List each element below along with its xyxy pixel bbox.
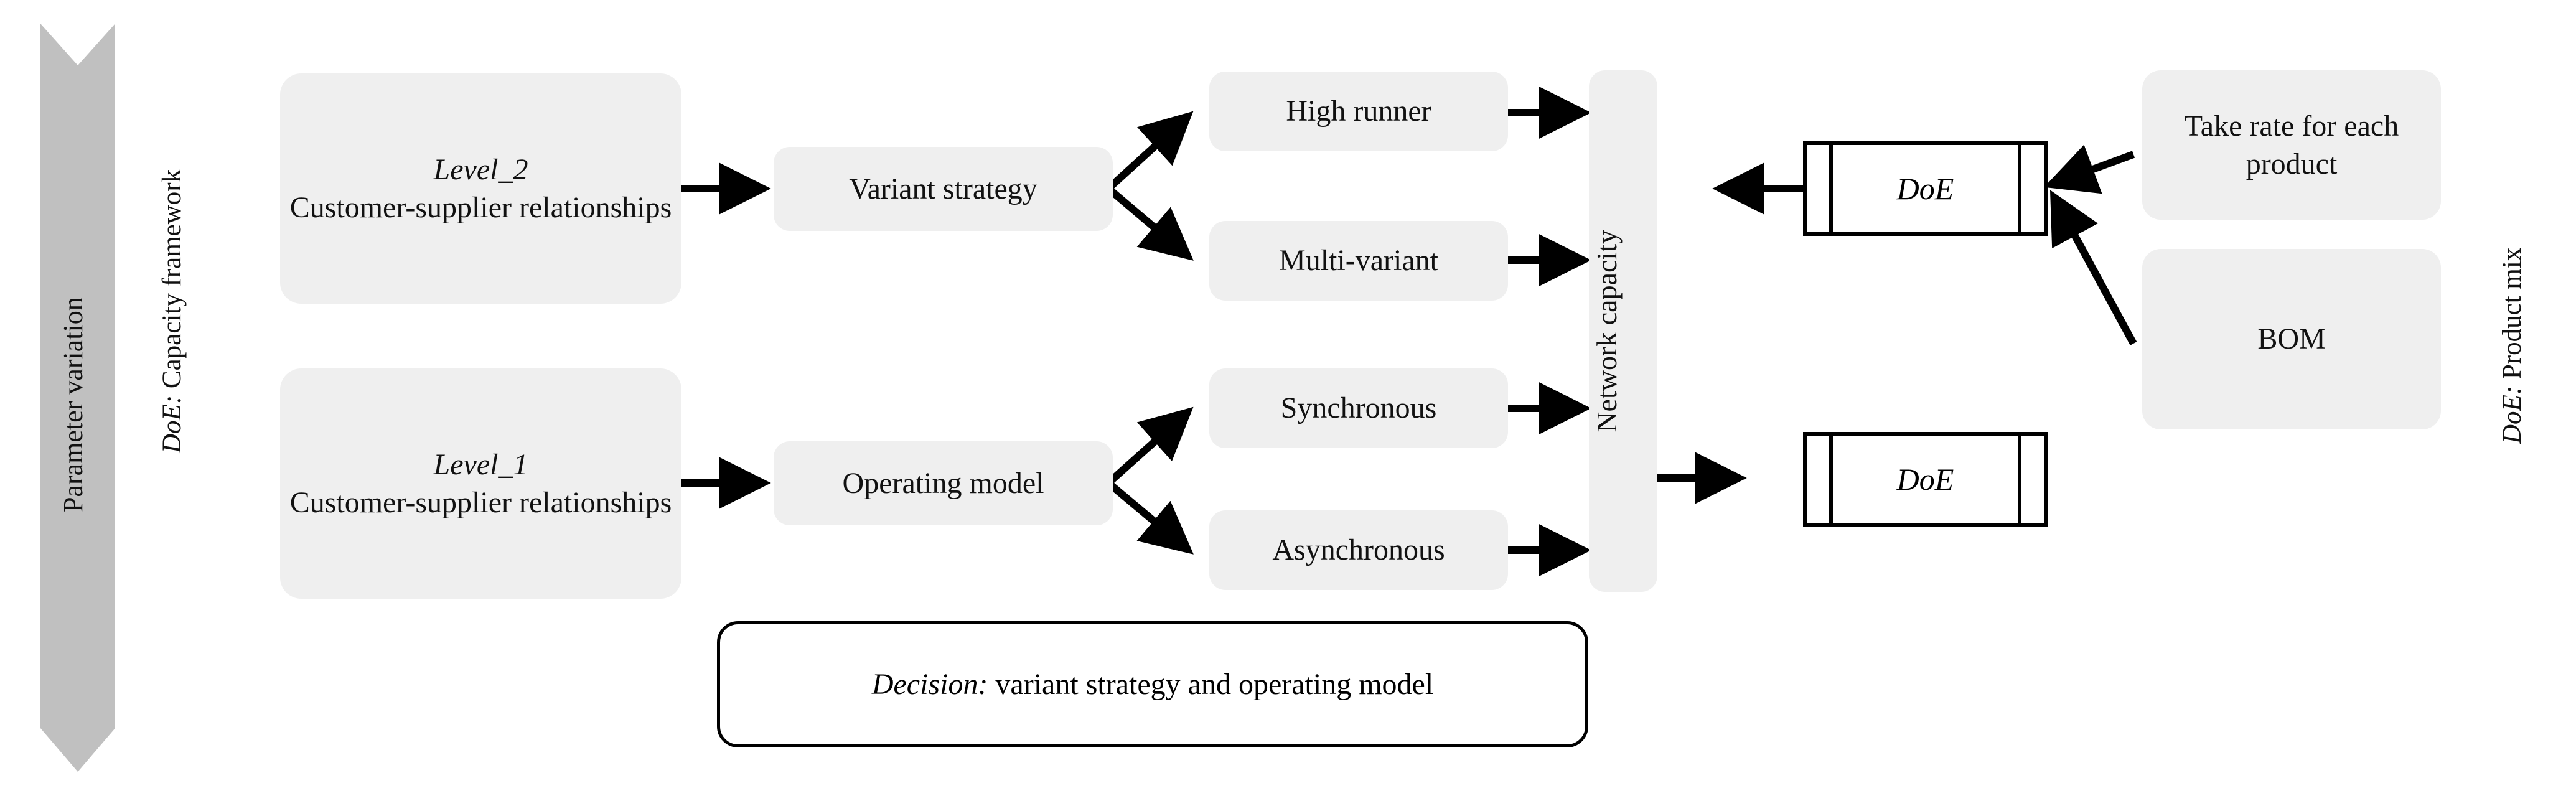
- node-synchronous[interactable]: Synchronous: [1209, 368, 1508, 448]
- node-decision-emphasis: Decision:: [871, 668, 988, 701]
- node-bom-text: BOM: [2257, 322, 2326, 356]
- right-axis-label-emphasis: DoE:: [2498, 385, 2527, 444]
- node-multi-variant[interactable]: Multi-variant: [1209, 221, 1508, 301]
- node-bom[interactable]: BOM: [2142, 249, 2441, 429]
- left-axis-label: DoE: Capacity framework: [156, 149, 230, 473]
- node-take-rate-text: Take rate for each product: [2184, 109, 2399, 180]
- node-doe-top[interactable]: DoE: [1803, 141, 2048, 236]
- node-level1-emphasis: Level_1: [433, 448, 528, 481]
- node-level2-text: Customer-supplier relationships: [289, 191, 672, 224]
- doe-bottom-right-bar: [2018, 436, 2021, 523]
- node-asynchronous-text: Asynchronous: [1272, 533, 1445, 567]
- node-high-runner[interactable]: High runner: [1209, 72, 1508, 151]
- parameter-variation-text: Parameter variation: [58, 297, 88, 512]
- parameter-variation-band: [40, 24, 115, 772]
- edge-bom-doetop: [2049, 190, 2137, 345]
- edge-takerate-doetop: [2044, 144, 2135, 194]
- node-network-capacity[interactable]: Network capacity: [1589, 70, 1657, 592]
- node-take-rate[interactable]: Take rate for each product: [2142, 70, 2441, 220]
- doe-top-left-bar: [1829, 145, 1833, 232]
- edge-operating-synchronous: [1105, 406, 1194, 486]
- node-decision-text: variant strategy and operating model: [988, 668, 1434, 701]
- node-doe-bottom[interactable]: DoE: [1803, 432, 2048, 527]
- node-variant-strategy-text: Variant strategy: [849, 172, 1037, 205]
- edge-variant-highrunner: [1105, 111, 1194, 192]
- edge-operating-asynchronous: [1106, 480, 1194, 555]
- node-variant-strategy[interactable]: Variant strategy: [774, 147, 1113, 231]
- parameter-variation-band-notch: [40, 19, 115, 65]
- node-doe-bottom-text: DoE: [1896, 462, 1954, 497]
- node-high-runner-text: High runner: [1286, 95, 1431, 128]
- node-operating-model-text: Operating model: [842, 466, 1044, 500]
- node-synchronous-text: Synchronous: [1280, 391, 1437, 425]
- node-asynchronous[interactable]: Asynchronous: [1209, 510, 1508, 590]
- node-multi-variant-text: Multi-variant: [1279, 244, 1438, 278]
- node-level1[interactable]: Level_1 Customer-supplier relationships: [280, 368, 681, 599]
- node-level2-emphasis: Level_2: [433, 152, 528, 186]
- node-decision[interactable]: Decision: variant strategy and operating…: [717, 621, 1588, 747]
- node-level2[interactable]: Level_2 Customer-supplier relationships: [280, 73, 681, 304]
- edge-variant-multivariant: [1106, 185, 1194, 261]
- left-axis-label-text: Capacity framework: [157, 169, 187, 395]
- right-axis-label: DoE: Product mix: [2496, 215, 2570, 476]
- node-network-capacity-text: Network capacity: [1591, 230, 1623, 433]
- left-axis-label-emphasis: DoE:: [157, 395, 187, 454]
- node-level1-text: Customer-supplier relationships: [289, 486, 672, 519]
- right-axis-label-text: Product mix: [2498, 247, 2527, 386]
- node-doe-top-text: DoE: [1896, 171, 1954, 206]
- node-operating-model[interactable]: Operating model: [774, 441, 1113, 525]
- doe-top-right-bar: [2018, 145, 2021, 232]
- parameter-variation-label: Parameter variation: [56, 205, 100, 604]
- doe-bottom-left-bar: [1829, 436, 1833, 523]
